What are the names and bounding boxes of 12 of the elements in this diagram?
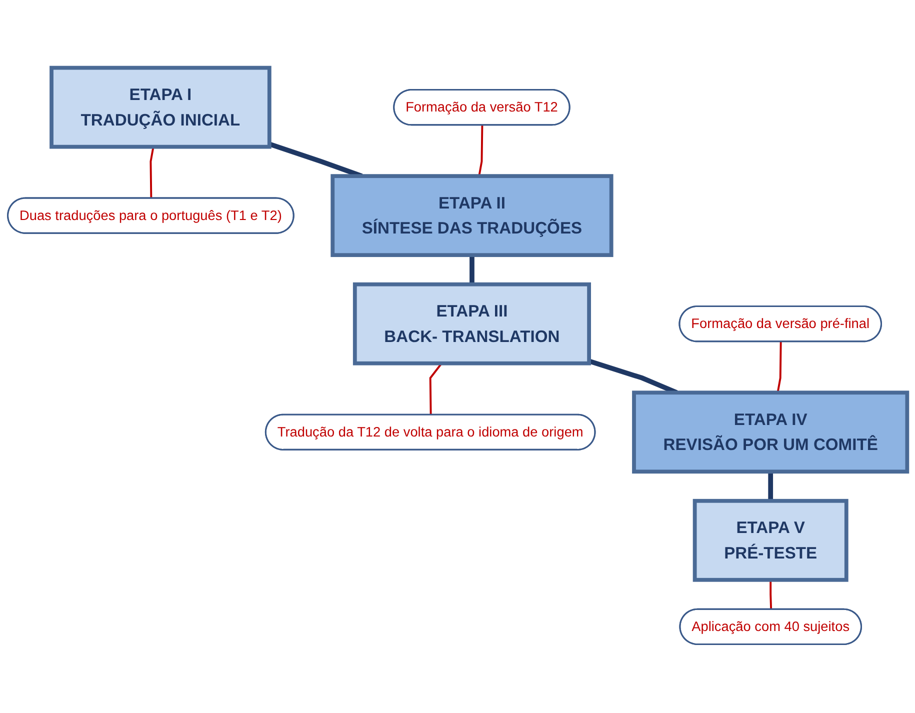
node-box: ETAPA II SÍNTESE DAS TRADUÇÕES — [330, 174, 614, 258]
connector — [770, 580, 772, 610]
connector — [150, 147, 154, 199]
connector — [768, 472, 774, 502]
node-box: ETAPA IV REVISÃO POR UM COMITÊ — [632, 391, 910, 474]
connector — [429, 363, 442, 416]
connector — [776, 342, 782, 394]
node-box: ETAPA III BACK- TRANSLATION — [352, 282, 591, 366]
connector — [470, 256, 474, 285]
node-box: ETAPA V PRÉ-TESTE — [692, 499, 848, 582]
connector — [478, 126, 484, 177]
node-box: ETAPA I TRADUÇÃO INICIAL — [50, 66, 272, 150]
